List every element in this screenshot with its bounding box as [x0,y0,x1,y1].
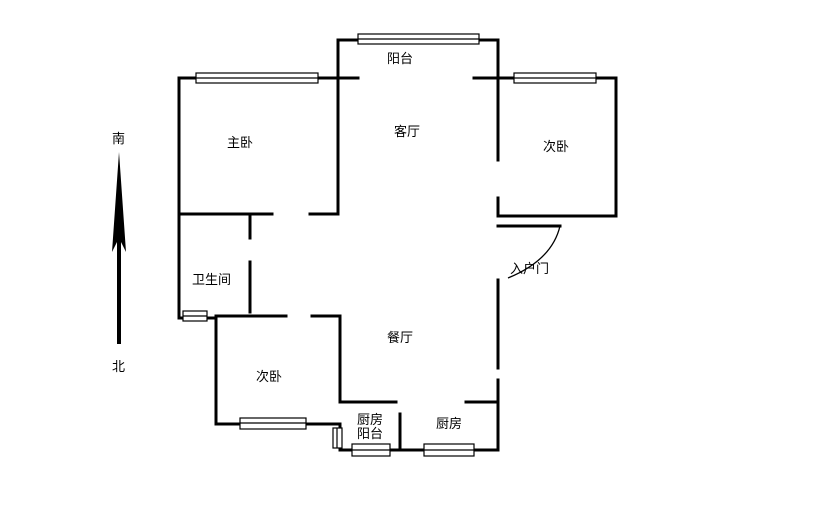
window-kitchen-balcony [351,443,391,457]
label-kitchen-balcony-1: 厨房 [357,413,384,428]
label-dining-room: 餐厅 [387,331,414,346]
compass-north-label: 北 [112,360,126,375]
label-living-room: 客厅 [394,125,421,140]
wall-bedroom-south-west [214,314,340,426]
window-bathroom [182,310,208,322]
compass-arrow [112,152,126,344]
wall-bathroom-south [177,314,340,320]
label-second-bedroom-south: 次卧 [256,370,283,385]
walls [177,38,618,452]
door-swing [507,225,561,279]
label-bathroom: 卫生间 [192,273,232,288]
label-second-bedroom-east: 次卧 [543,140,570,155]
wall-dining-west [338,314,398,404]
wall-living-east-top [472,76,618,218]
windows [182,33,597,457]
wall-balcony-top [336,38,500,80]
window-kitchen [423,443,475,457]
window-bedroom-south [239,417,307,430]
window-kitchen-balcony-side [332,427,343,449]
window-balcony-top [357,33,480,45]
label-kitchen-balcony-2: 阳台 [357,427,384,442]
label-master-bedroom: 主卧 [227,136,254,151]
compass-south-label: 南 [112,132,126,147]
window-master [195,72,319,84]
window-bedroom-east [513,72,597,84]
label-kitchen: 厨房 [436,417,463,432]
label-balcony-top: 阳台 [387,52,414,67]
label-entrance-door: 入户门 [510,262,550,277]
